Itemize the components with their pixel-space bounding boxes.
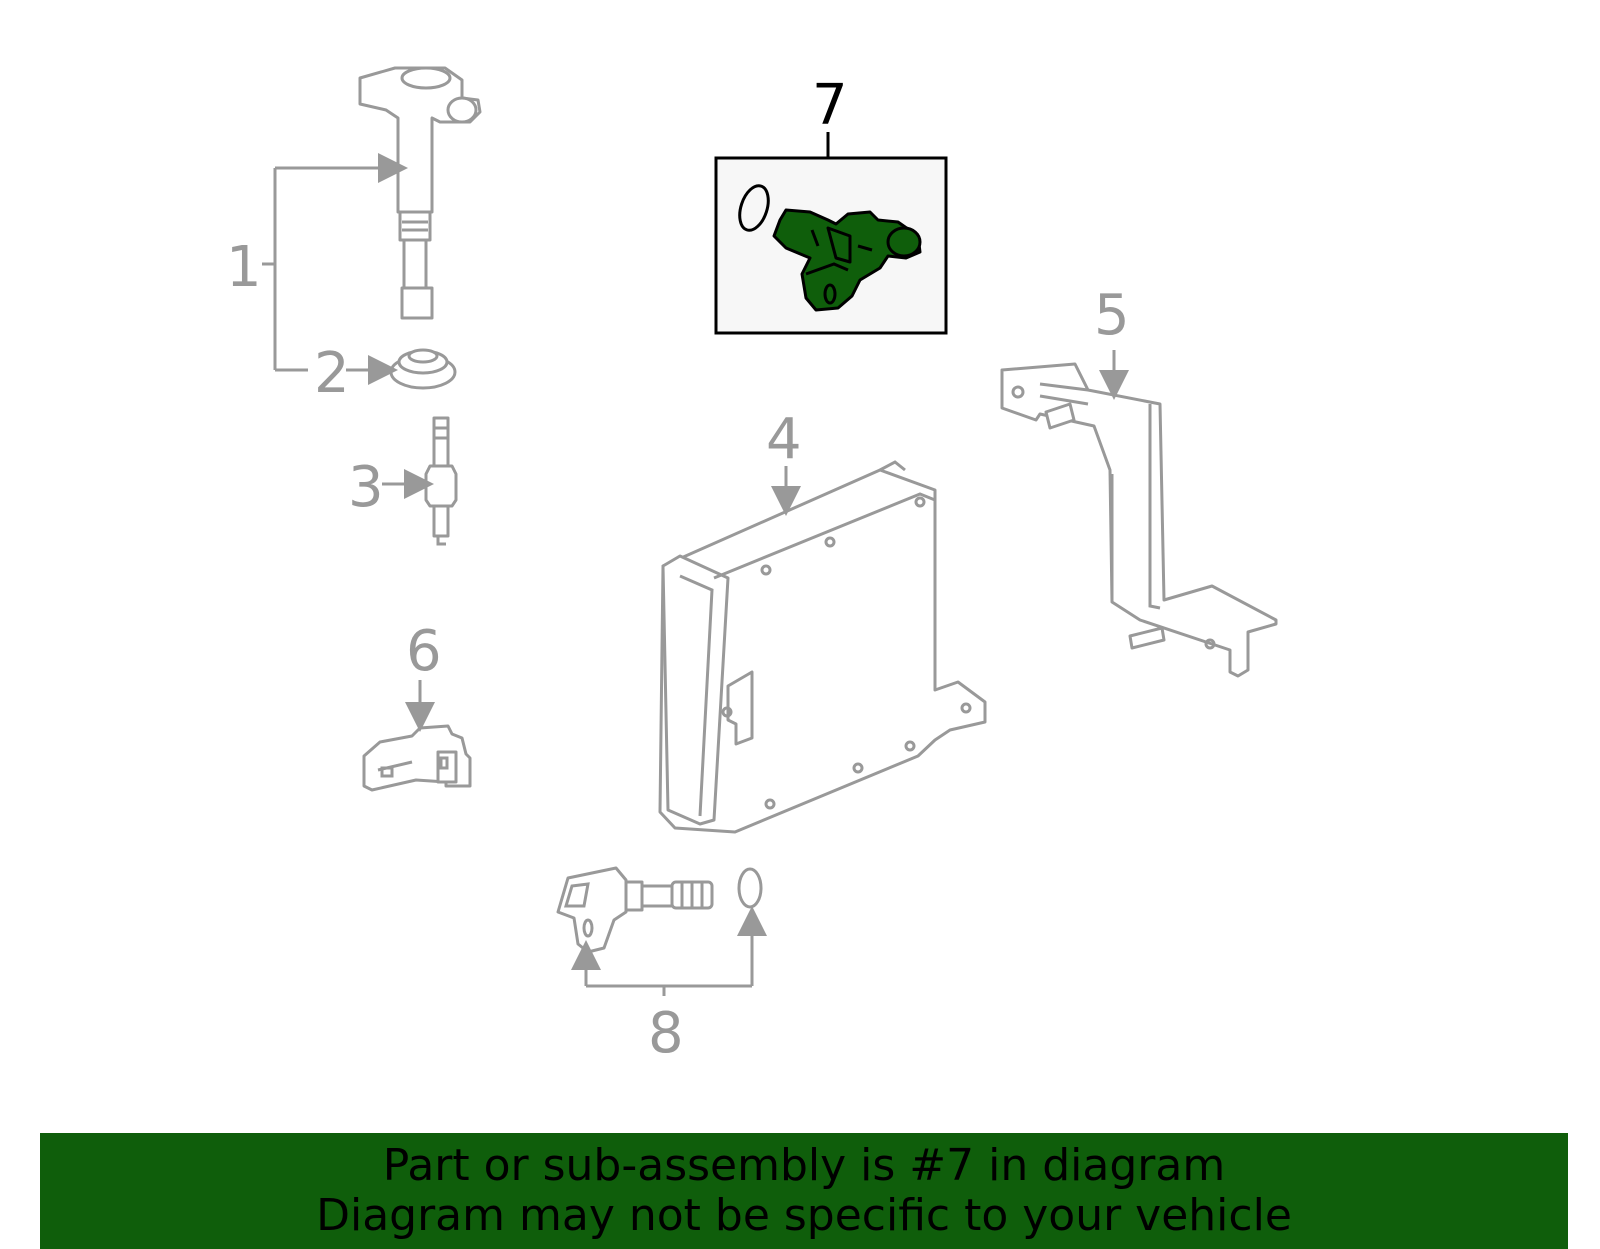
callout-3: 3 bbox=[348, 455, 384, 520]
callout-4: 4 bbox=[766, 407, 802, 472]
ignition-coil[interactable] bbox=[358, 66, 482, 320]
info-banner: Part or sub-assembly is #7 in diagram Di… bbox=[40, 1133, 1568, 1249]
camshaft-position-sensor-lower[interactable] bbox=[556, 866, 763, 954]
o-ring-lower bbox=[737, 867, 763, 909]
knock-sensor[interactable] bbox=[362, 724, 472, 792]
callout-6: 6 bbox=[406, 619, 442, 684]
engine-control-module[interactable] bbox=[658, 460, 987, 834]
callout-7: 7 bbox=[812, 73, 848, 138]
camshaft-position-sensor-highlighted bbox=[772, 208, 922, 312]
highlight-box-7[interactable] bbox=[714, 132, 948, 335]
callout-2: 2 bbox=[314, 341, 350, 406]
callout-1: 1 bbox=[226, 235, 262, 300]
callout-8: 8 bbox=[648, 1001, 684, 1066]
banner-line-1: Part or sub-assembly is #7 in diagram bbox=[382, 1140, 1226, 1191]
callout-5: 5 bbox=[1094, 283, 1130, 348]
o-ring-highlighted bbox=[738, 184, 770, 232]
spark-plug-seal[interactable] bbox=[389, 348, 457, 390]
leader-lines bbox=[262, 153, 1129, 996]
spark-plug[interactable] bbox=[424, 416, 458, 546]
banner-line-2: Diagram may not be specific to your vehi… bbox=[316, 1190, 1292, 1241]
ecu-bracket[interactable] bbox=[1000, 362, 1278, 678]
